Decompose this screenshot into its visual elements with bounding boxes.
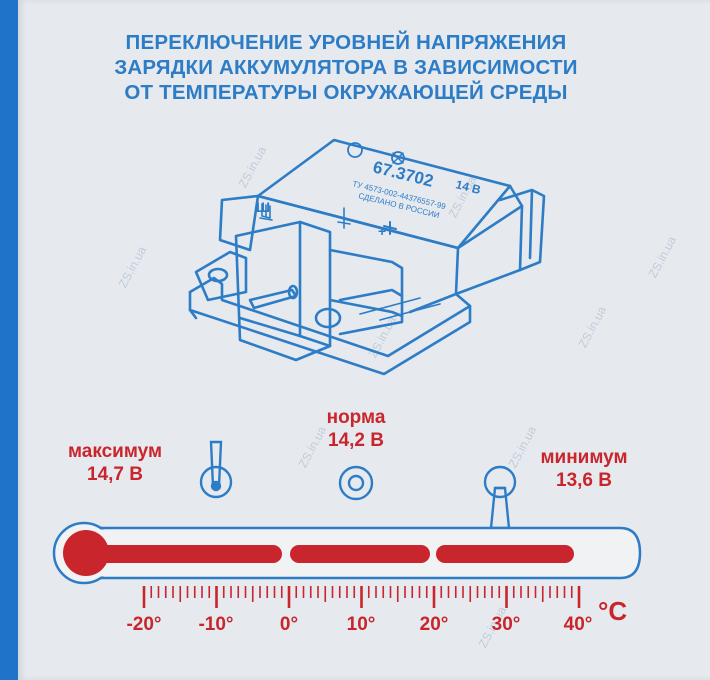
mode-minimum-name: минимум — [540, 447, 628, 468]
scale-label: 30° — [491, 614, 521, 635]
mode-minimum-voltage: 13,6 В — [556, 470, 612, 491]
scale-label: -10° — [198, 614, 234, 635]
terminal-plus-label: + — [378, 223, 386, 239]
thermometer — [52, 521, 642, 585]
scale-label: 40° — [563, 614, 593, 635]
regulator-left-side — [218, 194, 260, 252]
temperature-ticks — [142, 586, 581, 608]
mode-maximum-voltage: 14,7 В — [87, 464, 143, 485]
switch-minimum-icon — [483, 465, 517, 530]
mode-normal-label: норма 14,2 В — [300, 406, 412, 452]
regulator-voltage-label: 14 В — [454, 177, 482, 197]
headline-line-3: ОТ ТЕМПЕРАТУРЫ ОКРУЖАЮЩЕЙ СРЕДЫ — [124, 81, 568, 104]
mode-normal-voltage: 14,2 В — [328, 430, 384, 451]
mode-maximum-label: максимум 14,7 В — [55, 440, 175, 486]
mode-minimum-label: минимум 13,6 В — [524, 446, 644, 492]
scale-label: 10° — [346, 614, 376, 635]
headline-line-2: ЗАРЯДКИ АККУМУЛЯТОРА В ЗАВИСИМОСТИ — [114, 56, 578, 79]
headline: ПЕРЕКЛЮЧЕНИЕ УРОВНЕЙ НАПРЯЖЕНИЯ ЗАРЯДКИ … — [0, 30, 692, 105]
switch-normal-icon — [338, 465, 374, 501]
scale-unit: °С — [598, 596, 628, 626]
mode-normal-name: норма — [326, 407, 386, 428]
mode-maximum-name: максимум — [67, 441, 163, 462]
scale-label: 0° — [279, 614, 299, 635]
headline-line-1: ПЕРЕКЛЮЧЕНИЕ УРОВНЕЙ НАПРЯЖЕНИЯ — [125, 31, 567, 54]
terminal-ground-label: Ш — [256, 199, 270, 215]
switch-maximum-icon — [199, 440, 233, 499]
scale-label: -20° — [126, 614, 162, 635]
scale-label: 20° — [419, 614, 449, 635]
